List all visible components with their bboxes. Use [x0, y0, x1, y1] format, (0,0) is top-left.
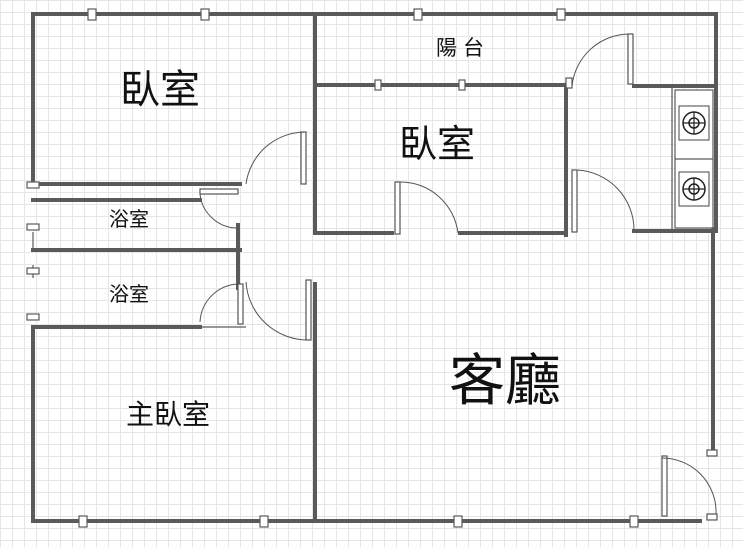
door-master-bedroom — [245, 279, 312, 341]
window-marker — [200, 8, 210, 21]
walls — [31, 12, 718, 523]
door-bedroom2 — [394, 181, 459, 235]
window-marker — [26, 223, 40, 231]
doors — [199, 33, 718, 521]
window-marker — [413, 8, 423, 21]
door-bedroom1 — [245, 131, 307, 185]
room-label-bathroom-upper: 浴室 — [109, 207, 149, 231]
window-marker — [556, 8, 566, 21]
window-marker — [26, 313, 40, 321]
window-marker — [26, 181, 40, 189]
room-label-living-room: 客廳 — [449, 349, 561, 414]
door-kitchen — [571, 169, 635, 233]
door-bathroom2 — [199, 283, 244, 325]
room-label-bathroom-lower: 浴室 — [109, 282, 149, 306]
window-marker — [26, 267, 40, 275]
window-marker — [629, 515, 639, 528]
window-marker — [374, 79, 382, 91]
window-marker — [87, 8, 97, 21]
door-bathroom1 — [199, 188, 239, 229]
window-marker — [458, 79, 466, 91]
window-marker — [453, 515, 463, 528]
room-label-bedroom-top-left: 臥室 — [120, 67, 200, 113]
door-balcony — [565, 33, 634, 89]
burner-icon — [678, 171, 710, 207]
door-entrance — [661, 449, 718, 521]
room-label-balcony: 陽台 — [436, 36, 490, 60]
room-label-bedroom-center: 臥室 — [399, 122, 475, 166]
stove-icon — [674, 89, 714, 229]
windows — [26, 8, 639, 528]
window-marker — [259, 515, 269, 528]
burner-icon — [678, 105, 710, 141]
window-marker — [78, 515, 88, 528]
room-label-master-bedroom: 主臥室 — [126, 398, 210, 431]
